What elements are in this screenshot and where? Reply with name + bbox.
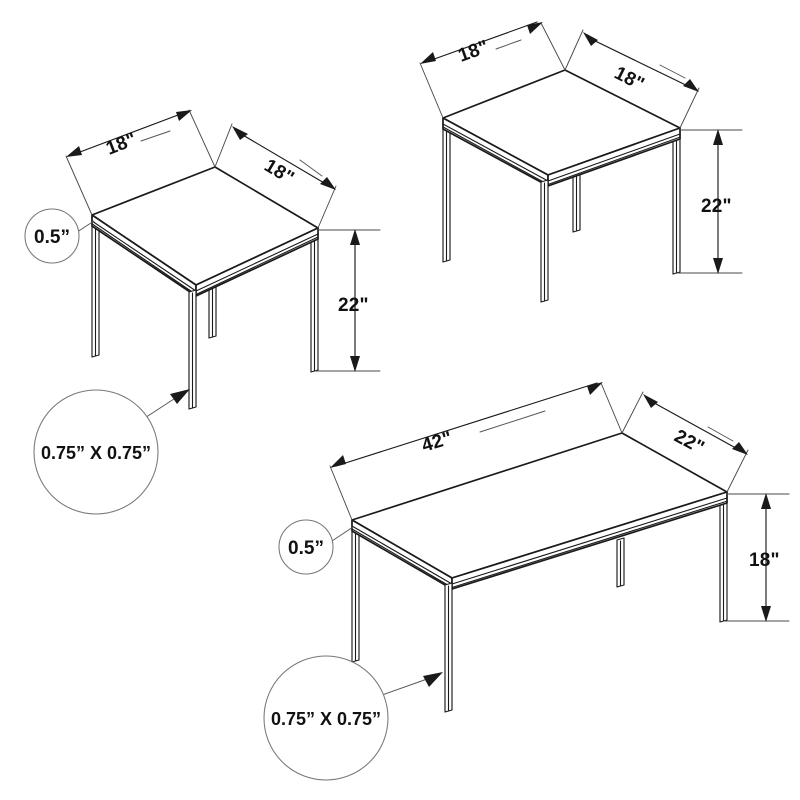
label-coffee-table-height: 18" — [749, 550, 780, 571]
dimension-coffee-table-width: 42" — [329, 382, 623, 521]
callout-left-table-leg-section: 0.75” X 0.75” — [33, 389, 190, 515]
right-table-leg-right — [672, 127, 681, 275]
coffee-table-leg-right — [719, 491, 728, 623]
label-left-table-thickness: 0.5” — [34, 227, 70, 248]
right-table-leg-front — [540, 179, 549, 303]
coffee-table-leg-front — [444, 582, 453, 713]
label-coffee-table-leg: 0.75” X 0.75” — [271, 709, 381, 729]
callout-left-table-thickness: 0.5” — [24, 208, 95, 264]
dimension-coffee-table-height: 18" — [724, 493, 790, 622]
balloon-circle-left-leg — [33, 389, 159, 515]
coffee-table: 42" 22" 18" 0.5” — [263, 382, 790, 781]
balloon-circle-coffee-thickness — [278, 519, 334, 575]
callout-coffee-table-thickness: 0.5” — [278, 519, 354, 575]
right-table-leg-back-left — [442, 116, 451, 263]
callout-coffee-table-leg-section: 0.75” X 0.75” — [263, 655, 443, 781]
end-table-left: 18" 18" 22" 0.5” — [24, 109, 381, 515]
dimension-left-table-height: 22" — [315, 229, 381, 372]
end-table-right: 18" 18" 22" — [419, 21, 743, 303]
label-right-table-height: 22" — [701, 196, 732, 217]
dimension-right-table-height: 22" — [677, 129, 743, 274]
left-table-leg-front — [188, 289, 197, 410]
label-left-table-height: 22" — [338, 295, 369, 316]
left-table-leg-right — [310, 227, 319, 373]
balloon-circle-coffee-leg — [263, 655, 389, 781]
label-coffee-table-thickness: 0.5” — [288, 538, 324, 559]
balloon-circle-left-thickness — [24, 208, 80, 264]
coffee-table-leg-back-left — [351, 518, 360, 663]
coffee-table-leg-back-center — [616, 537, 625, 588]
left-table-leg-back-left — [91, 213, 100, 358]
label-left-table-leg: 0.75” X 0.75” — [41, 443, 151, 463]
